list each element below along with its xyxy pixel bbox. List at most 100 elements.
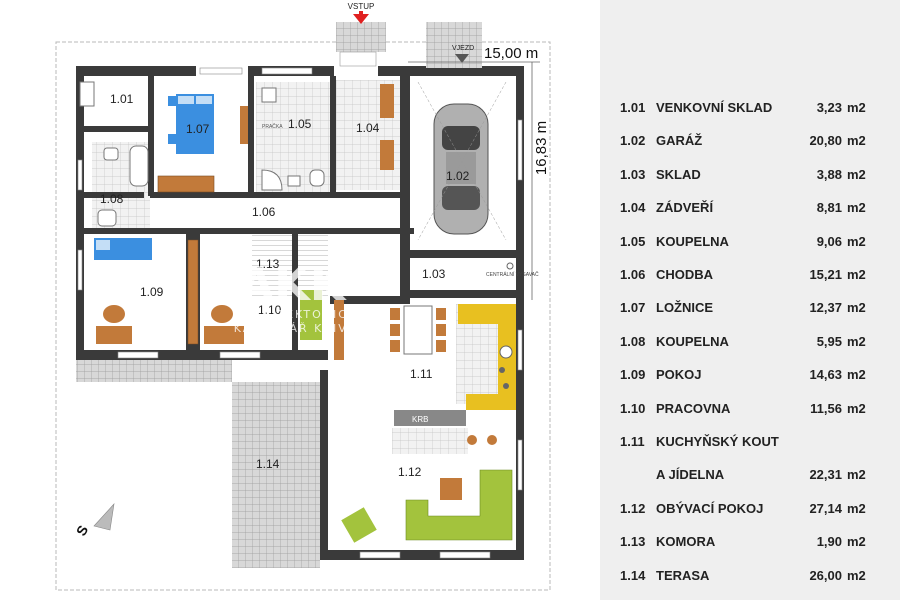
site-outline xyxy=(55,41,551,591)
legend-room-unit: m2 xyxy=(847,133,866,149)
legend-row: 1.06 CHODBA 15,21 m2 xyxy=(600,267,900,287)
legend-room-name: KUCHYŇSKÝ KOUT xyxy=(656,434,779,449)
legend-room-area: 9,06 xyxy=(816,233,842,249)
legend-row: 1.04 ZÁDVEŘÍ 8,81 m2 xyxy=(600,200,900,220)
legend-room-unit: m2 xyxy=(847,166,866,182)
dining-table xyxy=(403,305,433,355)
legend-room-unit: m2 xyxy=(847,267,866,282)
washer-label: PRAČKA xyxy=(262,123,283,130)
fireplace-label: KRB xyxy=(412,415,428,424)
legend-room-area: 1,90 xyxy=(816,534,842,550)
legend-room-name: PRACOVNA xyxy=(656,400,731,416)
legend-room-name: KOUPELNA xyxy=(656,333,729,349)
room-label-1.14: 1.14 xyxy=(256,457,280,471)
room-label-1.12: 1.12 xyxy=(398,465,422,479)
legend-room-name: OBÝVACÍ POKOJ xyxy=(656,500,764,516)
desk xyxy=(96,326,132,344)
legend-room-unit: m2 xyxy=(847,367,866,383)
legend-room-number: 1.01 xyxy=(620,100,646,115)
legend-room-area: 14,63 xyxy=(809,367,842,383)
legend-room-unit: m2 xyxy=(847,300,866,316)
legend-room-name: KOMORA xyxy=(656,534,716,550)
room-label-1.08: 1.08 xyxy=(100,192,124,206)
room-legend: 1.01 VENKOVNÍ SKLAD 3,23 m2 1.02 GARÁŽ 20,80 m2… xyxy=(600,0,900,600)
room-label-1.13: 1.13 xyxy=(256,257,280,271)
legend-room-number: 1.10 xyxy=(620,400,646,416)
north-letter: S xyxy=(73,522,92,538)
legend-row: 1.14 TERASA 26,00 m2 xyxy=(600,568,900,588)
legend-room-name: A JÍDELNA xyxy=(656,467,725,483)
legend-room-number: 1.05 xyxy=(620,233,646,249)
drive-label: VJEZD xyxy=(452,45,474,52)
legend-room-unit: m2 xyxy=(847,333,866,349)
legend-room-number: 1.07 xyxy=(620,300,646,316)
svg-text:KANCELÁŘ KŘIVKA: KANCELÁŘ KŘIVKA xyxy=(234,322,367,335)
car-icon xyxy=(433,103,489,235)
kitchen-counter xyxy=(458,304,516,410)
entrance-arrow-icon xyxy=(353,14,369,24)
legend-room-unit: m2 xyxy=(847,500,866,516)
room-label-1.04: 1.04 xyxy=(356,121,380,135)
legend-room-number: 1.14 xyxy=(620,567,646,583)
room-label-1.03: 1.03 xyxy=(422,267,446,281)
legend-room-unit: m2 xyxy=(847,100,866,115)
legend-row: 1.02 GARÁŽ 20,80 m2 xyxy=(600,133,900,153)
legend-room-unit: m2 xyxy=(847,534,866,550)
central-vac-label: CENTRÁLNÍ VYSAVAČ xyxy=(486,271,539,278)
legend-room-name: GARÁŽ xyxy=(656,133,703,149)
legend-room-name: ZÁDVEŘÍ xyxy=(656,200,714,216)
armchair xyxy=(341,507,377,543)
room-label-1.09: 1.09 xyxy=(140,285,164,299)
room-label-1.06: 1.06 xyxy=(252,205,276,219)
legend-room-number: 1.12 xyxy=(620,500,646,516)
legend-room-number: 1.02 xyxy=(620,133,646,149)
terrace xyxy=(232,382,320,568)
legend-room-number: 1.04 xyxy=(620,200,646,216)
legend-row: 1.12 OBÝVACÍ POKOJ 27,14 m2 xyxy=(600,501,900,521)
legend-room-number: 1.11 xyxy=(620,434,645,449)
legend-room-name: CHODBA xyxy=(656,267,714,282)
north-arrow-icon: S xyxy=(73,503,115,539)
legend-room-area: 26,00 xyxy=(809,567,842,583)
legend-room-unit: m2 xyxy=(847,567,866,583)
room-label-1.02: 1.02 xyxy=(446,169,470,183)
legend-room-area: 12,37 xyxy=(809,300,842,316)
legend-room-area: 27,14 xyxy=(809,500,842,516)
legend-room-name: SKLAD xyxy=(656,166,701,182)
legend-room-name: TERASA xyxy=(656,567,710,583)
legend-room-area: 11,56 xyxy=(810,400,842,416)
legend-room-unit: m2 xyxy=(847,200,866,216)
legend-room-area: 8,81 xyxy=(816,200,842,216)
room-label-1.11: 1.11 xyxy=(410,367,433,381)
legend-room-number: 1.03 xyxy=(620,166,646,182)
room-label-1.07: 1.07 xyxy=(186,122,210,136)
room-label-1.01: 1.01 xyxy=(110,92,134,106)
legend-room-area: 20,80 xyxy=(809,133,842,149)
legend-room-area: 22,31 xyxy=(809,467,842,483)
legend-row: 1.10 PRACOVNA 11,56 m2 xyxy=(600,401,900,421)
legend-room-number: 1.06 xyxy=(620,267,646,282)
legend-row: 1.11 KUCHYŇSKÝ KOUT xyxy=(600,434,900,454)
legend-room-number: 1.09 xyxy=(620,367,646,383)
legend-room-number: 1.13 xyxy=(620,534,646,550)
entrance-label: VSTUP xyxy=(348,2,375,11)
legend-room-unit: m2 xyxy=(847,233,866,249)
svg-text:AKK: AKK xyxy=(239,257,348,311)
legend-room-name: VENKOVNÍ SKLAD xyxy=(656,100,773,115)
width-dimension: 15,00 m xyxy=(484,45,538,62)
depth-dimension: 16,83 m xyxy=(533,121,550,175)
corner-sofa xyxy=(405,469,513,541)
room-labels: 1.01 1.02 1.03 1.04 1.05 1.06 1.07 1.08 … xyxy=(100,92,470,479)
legend-room-area: 15,21 xyxy=(809,267,842,282)
drive-arrow-icon xyxy=(455,54,469,63)
legend-room-number: 1.08 xyxy=(620,333,646,349)
wardrobe xyxy=(157,175,215,193)
legend-room-unit: m2 xyxy=(847,400,866,416)
legend-row: 1.13 KOMORA 1,90 m2 xyxy=(600,534,900,554)
legend-room-area: 3,23 xyxy=(816,100,842,115)
